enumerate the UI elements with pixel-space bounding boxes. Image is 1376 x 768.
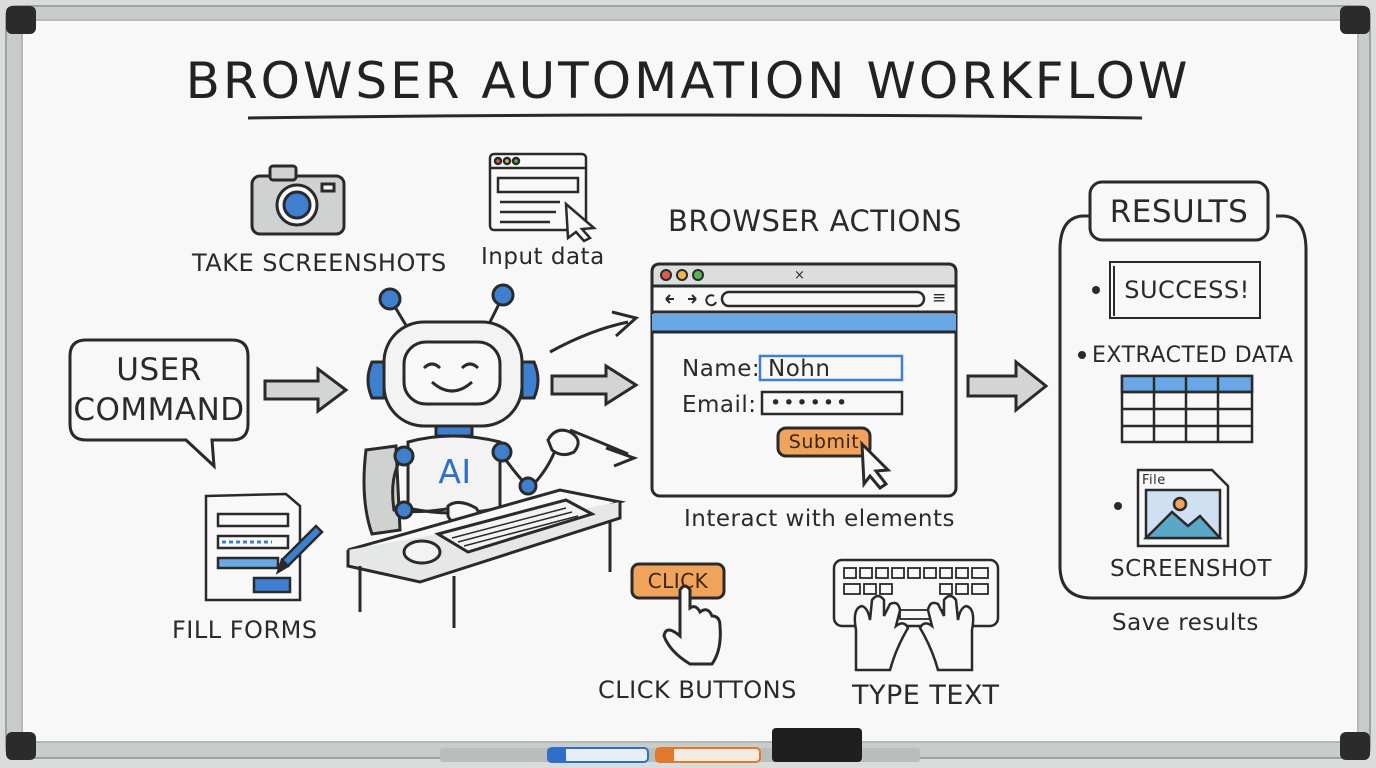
caption-fill-forms: FILL FORMS: [172, 616, 318, 644]
title-underline: [247, 113, 1143, 120]
arrow-to-results: [966, 358, 1049, 414]
caption-click-buttons: CLICK BUTTONS: [598, 676, 797, 704]
user-command-bubble: [68, 338, 250, 470]
bullet-success: [1092, 286, 1100, 294]
frame-corner-br: [1340, 732, 1370, 760]
results-heading: RESULTS: [1109, 194, 1249, 230]
results-panel: [1058, 180, 1308, 600]
user-command-line1: USER: [116, 352, 202, 388]
file-label: File: [1142, 473, 1166, 488]
extracted-data-label: EXTRACTED DATA: [1092, 343, 1294, 368]
arrow-to-browser-low: [569, 428, 639, 468]
file-image-icon: [1136, 468, 1230, 548]
name-input[interactable]: Nohn: [768, 356, 831, 382]
caption-type-text: TYPE TEXT: [852, 680, 1000, 711]
caption-save-results: Save results: [1112, 610, 1259, 636]
typing-keyboard-illustration: [832, 558, 1000, 672]
click-button[interactable]: CLICK: [647, 569, 709, 593]
eraser: [772, 728, 862, 762]
caption-take-screenshots: TAKE SCREENSHOTS: [192, 249, 447, 277]
screenshot-label: SCREENSHOT: [1110, 556, 1272, 582]
browser-close-icon[interactable]: ×: [794, 268, 806, 283]
arrow-to-robot: [263, 366, 349, 414]
user-command-line2: COMMAND: [73, 392, 245, 428]
frame-corner-tr: [1340, 6, 1370, 34]
frame-corner-tl: [6, 6, 36, 34]
click-hand-illustration: [630, 562, 726, 666]
input-window-icon: [488, 152, 598, 243]
email-label: Email:: [682, 392, 757, 418]
frame-corner-bl: [6, 732, 36, 760]
robot-ai-badge: AI: [438, 452, 472, 491]
data-table-icon: [1120, 374, 1254, 444]
browser-menu-icon[interactable]: ≡: [932, 288, 947, 308]
arrow-to-browser-mid: [550, 363, 639, 407]
browser-window: [650, 262, 958, 498]
form-document-icon: [204, 492, 324, 602]
bullet-extracted: [1078, 351, 1086, 359]
browser-actions-heading: BROWSER ACTIONS: [668, 204, 962, 238]
caption-input-data: Input data: [481, 244, 605, 270]
robot-illustration: [346, 283, 626, 628]
page-title: BROWSER AUTOMATION WORKFLOW: [185, 52, 1191, 110]
name-label: Name:: [682, 356, 761, 382]
caption-interact: Interact with elements: [684, 506, 955, 532]
success-badge: SUCCESS!: [1124, 276, 1250, 304]
bullet-screenshot: [1114, 502, 1122, 510]
camera-icon: [250, 164, 346, 236]
submit-button[interactable]: Submit: [788, 431, 860, 453]
arrow-to-browser-top: [549, 310, 640, 354]
email-input[interactable]: ••••••: [770, 392, 850, 414]
